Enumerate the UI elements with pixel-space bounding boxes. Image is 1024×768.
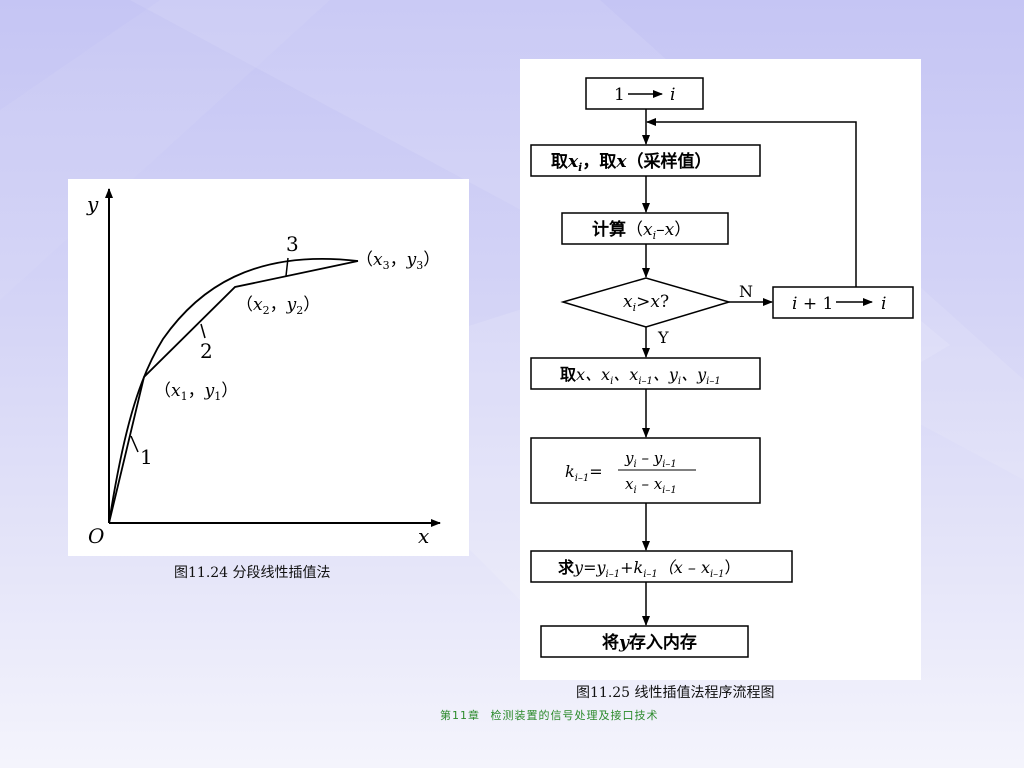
fetch-values-box bbox=[530, 357, 761, 390]
increment-left: i + 1 bbox=[792, 294, 833, 314]
linear-segments bbox=[108, 260, 359, 524]
take-sample-box bbox=[530, 144, 761, 177]
curve-label-3: 3 bbox=[286, 232, 299, 256]
interpolation-figure-panel: y x O 1 2 3 （x1，y1） （x2，y2） （x3，y3） bbox=[68, 179, 469, 556]
store-text: 将y存入内存 bbox=[602, 632, 697, 653]
compute-diff-text: 计算（xi–x） bbox=[592, 219, 691, 242]
interpolation-flowchart: 1 i 取xi，取x（采样值） 计算（xi–x） xi>x? N Y i + 1… bbox=[530, 77, 914, 658]
x-axis-label: x bbox=[418, 524, 429, 548]
init-i: i bbox=[670, 85, 675, 105]
compute-diff-box bbox=[561, 212, 729, 245]
point-label-2: （x2，y2） bbox=[236, 295, 320, 317]
branch-yes-label: Y bbox=[657, 328, 669, 347]
curve-label-1: 1 bbox=[140, 445, 153, 469]
slope-numerator: yi – yi–1 bbox=[624, 449, 677, 470]
flow-loop-back bbox=[646, 118, 857, 287]
curve-label-2: 2 bbox=[200, 339, 213, 363]
flowchart-panel: 1 i 取xi，取x（采样值） 计算（xi–x） xi>x? N Y i + 1… bbox=[520, 59, 921, 680]
slope-k-label: ki–1= bbox=[565, 462, 603, 484]
slope-denominator: xi – xi–1 bbox=[625, 475, 677, 496]
decision-text: xi>x? bbox=[623, 292, 669, 314]
leader-1 bbox=[130, 435, 139, 453]
init-one: 1 bbox=[614, 85, 625, 105]
chapter-number: 第11章 bbox=[440, 709, 480, 722]
y-axis-label: y bbox=[86, 192, 99, 216]
point-label-3: （x3，y3） bbox=[356, 250, 440, 272]
leader-3 bbox=[285, 257, 289, 277]
result-box bbox=[530, 550, 793, 583]
fetch-values-text: 取x、xi、xi–1、yi、yi–1 bbox=[560, 365, 721, 387]
origin-label: O bbox=[88, 524, 104, 548]
result-text: 求y=yi–1+ki–1（x – xi–1） bbox=[558, 558, 741, 580]
interpolation-diagram: y x O 1 2 3 （x1，y1） （x2，y2） （x3，y3） bbox=[86, 188, 441, 548]
chapter-footer: 第11章 检测装置的信号处理及接口技术 bbox=[440, 707, 665, 723]
true-curve bbox=[108, 257, 359, 524]
figure-11-25-caption: 图11.25 线性插值法程序流程图 bbox=[576, 685, 775, 701]
increment-right: i bbox=[881, 294, 886, 314]
take-sample-text: 取xi，取x（采样值） bbox=[551, 151, 711, 174]
store-box bbox=[540, 625, 749, 658]
leader-2 bbox=[200, 323, 206, 339]
branch-no-label: N bbox=[739, 282, 753, 301]
chapter-title: 检测装置的信号处理及接口技术 bbox=[490, 709, 659, 722]
figure-11-24-caption: 图11.24 分段线性插值法 bbox=[174, 565, 331, 581]
point-label-1: （x1，y1） bbox=[154, 381, 238, 403]
